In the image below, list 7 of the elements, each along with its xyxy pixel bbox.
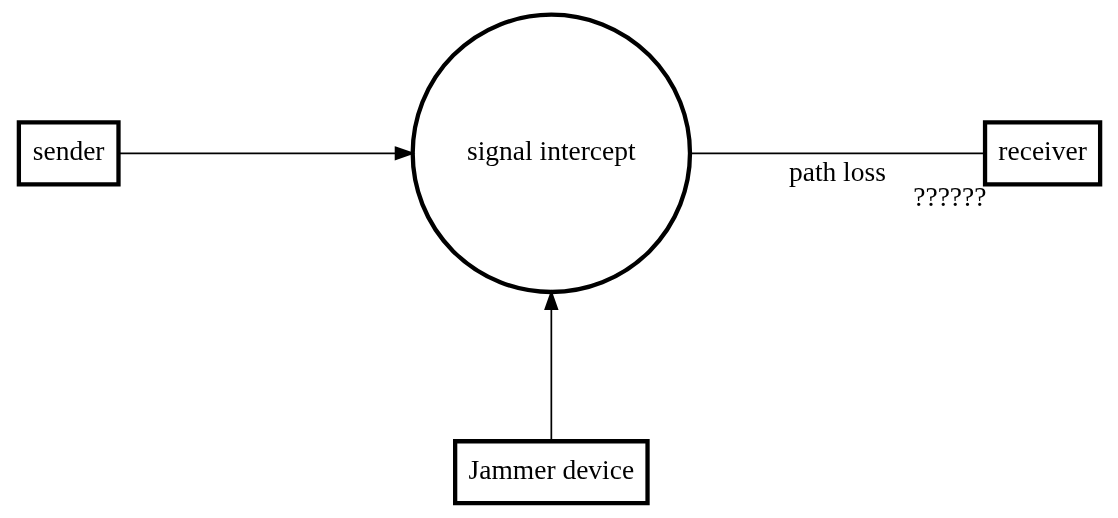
node-box: sender xyxy=(16,120,121,187)
arrow xyxy=(117,146,415,161)
edge-label: path loss xyxy=(788,156,886,187)
arrow xyxy=(543,289,559,442)
node-box: Jammer device xyxy=(452,439,650,506)
node-box: receiver xyxy=(982,120,1102,187)
node-circle: signal intercept xyxy=(410,12,692,295)
